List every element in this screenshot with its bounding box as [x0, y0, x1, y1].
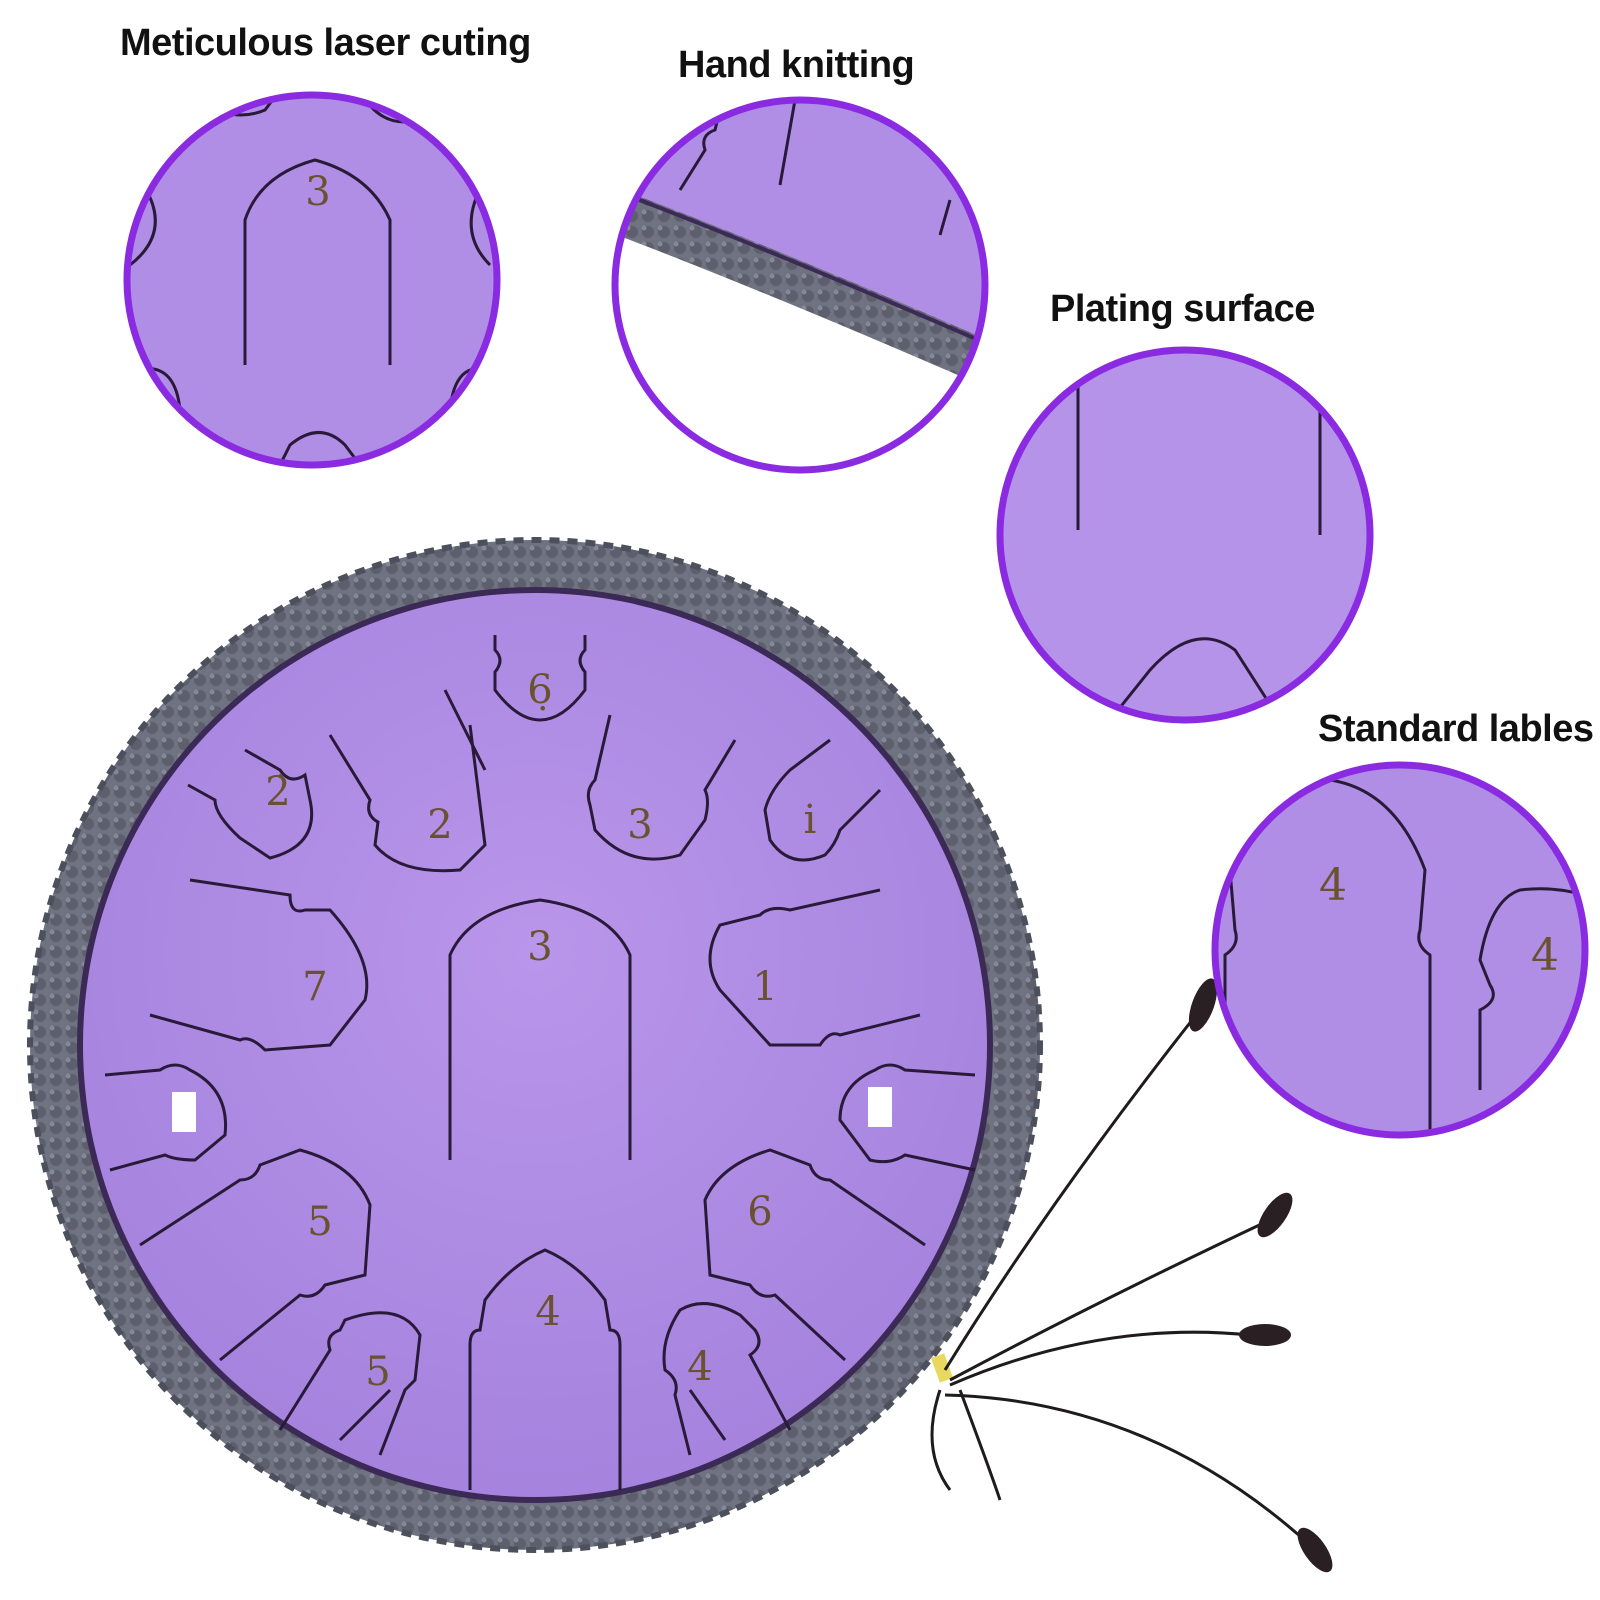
- caption-laser-cutting: Meticulous laser cuting: [120, 22, 531, 64]
- note-upper-left-outer: 2̇: [265, 769, 290, 815]
- drum-cords: [930, 1009, 1312, 1547]
- zoom-label-side-note: 4: [1531, 930, 1559, 981]
- zoom-plating-surface: [996, 346, 1374, 724]
- zoom-hand-knitting: [611, 96, 989, 474]
- sticker-left: [172, 1092, 196, 1132]
- zoom-laser-cutting: 3: [123, 91, 501, 469]
- caption-hand-knitting: Hand knitting: [678, 44, 915, 86]
- caption-plating-surface: Plating surface: [1050, 288, 1315, 330]
- tongue-cuts: [104, 635, 976, 1490]
- note-lower-right: 6: [747, 1189, 772, 1235]
- note-left: 7: [302, 964, 327, 1010]
- note-upper-left: 2: [427, 802, 452, 848]
- zoom-laser-note: 3: [305, 169, 330, 215]
- note-top: 6̣: [527, 667, 552, 713]
- note-bottom-right: 4: [687, 1344, 712, 1390]
- hanging-tag: [930, 1353, 954, 1383]
- zoom-standard-labels: 4 4: [1211, 761, 1589, 1139]
- note-upper-right: 3: [627, 802, 652, 848]
- drum-surface: [83, 593, 987, 1497]
- note-upper-right-outer: i: [804, 797, 817, 843]
- note-center: 3: [527, 924, 552, 970]
- caption-standard-labels: Standard lables: [1318, 708, 1594, 750]
- cord-knots: [1188, 978, 1333, 1573]
- note-lower-left: 5: [307, 1199, 332, 1245]
- note-bottom: 4: [535, 1289, 560, 1335]
- sticker-right: [868, 1087, 892, 1127]
- zoom-label-main-note: 4: [1319, 860, 1347, 911]
- note-right: 1: [752, 964, 777, 1010]
- note-bottom-left: 5: [365, 1349, 390, 1395]
- tongue-drum: 6̣ 2̇ 2 3 i 3 7 1 5 6 5 4 4: [27, 537, 1333, 1573]
